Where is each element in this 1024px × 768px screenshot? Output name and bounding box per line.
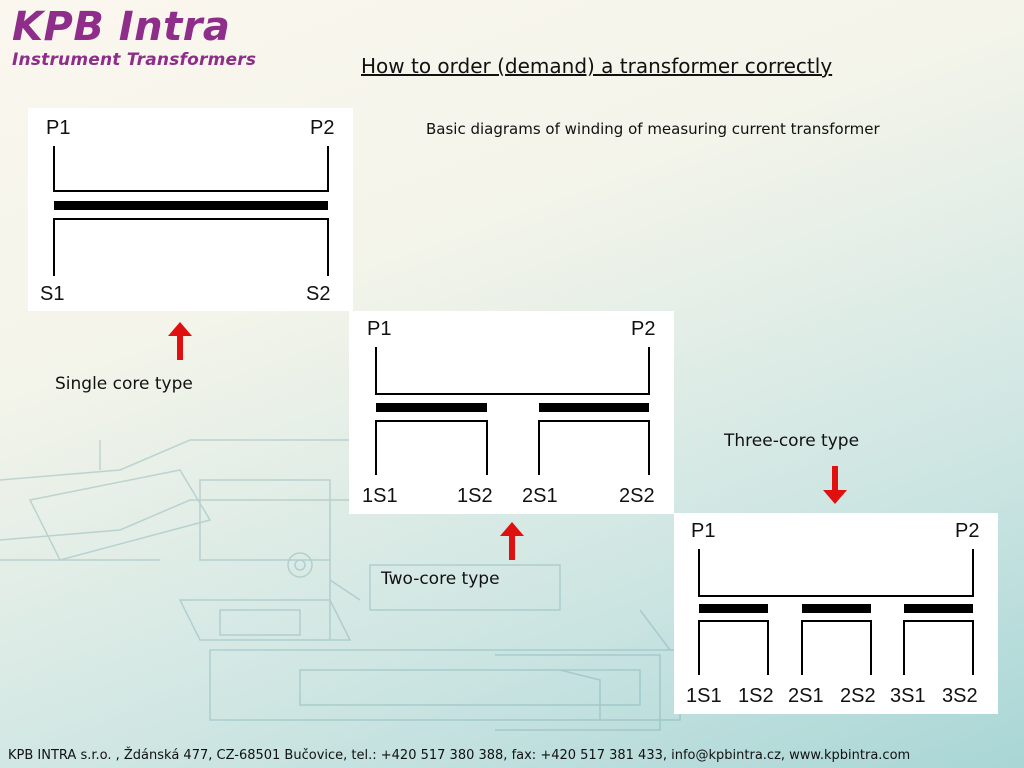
up-arrow-icon (168, 322, 192, 360)
core-bar-2 (539, 403, 649, 412)
logo-title: KPB Intra (12, 4, 231, 50)
three-core-caption: Three-core type (724, 431, 860, 451)
primary-terminal-p2: P2 (631, 318, 655, 340)
secondary-terminal-3s1: 3S1 (890, 685, 926, 707)
page-title: How to order (demand) a transformer corr… (361, 54, 833, 78)
primary-terminal-p1: P1 (367, 318, 391, 340)
primary-terminal-p1: P1 (691, 520, 715, 542)
core-bar (54, 201, 328, 210)
down-arrow-icon (823, 466, 847, 504)
primary-winding (53, 146, 329, 192)
secondary-winding-1 (698, 620, 769, 675)
single-core-schematic: P1 P2 S1 S2 (40, 117, 334, 305)
secondary-terminal-s2: S2 (306, 283, 330, 305)
secondary-winding (53, 218, 329, 276)
secondary-terminal-2s1: 2S1 (522, 485, 558, 507)
core-bar-3 (904, 604, 973, 613)
core-bar-2 (802, 604, 871, 613)
three-core-schematic: P1 P2 1S1 1S2 2S1 2S2 3S1 3S2 (686, 520, 979, 707)
secondary-terminal-2s1: 2S1 (788, 685, 824, 707)
page-subtitle: Basic diagrams of winding of measuring c… (426, 120, 880, 138)
primary-winding (698, 549, 974, 597)
two-core-schematic: P1 P2 1S1 1S2 2S1 2S2 (362, 318, 655, 507)
primary-winding (375, 347, 650, 395)
up-arrow-icon (500, 522, 524, 560)
core-bar-1 (376, 403, 487, 412)
secondary-terminal-3s2: 3S2 (942, 685, 978, 707)
secondary-terminal-2s2: 2S2 (619, 485, 655, 507)
secondary-terminal-s1: S1 (40, 283, 64, 305)
two-core-caption: Two-core type (381, 569, 500, 589)
secondary-winding-1 (375, 420, 488, 475)
secondary-winding-3 (903, 620, 974, 675)
primary-terminal-p1: P1 (46, 117, 70, 139)
core-bar-1 (699, 604, 768, 613)
single-core-diagram: P1 P2 S1 S2 (28, 108, 353, 311)
single-core-caption: Single core type (55, 374, 193, 394)
secondary-terminal-1s1: 1S1 (686, 685, 722, 707)
primary-terminal-p2: P2 (310, 117, 334, 139)
primary-terminal-p2: P2 (955, 520, 979, 542)
footer-contact: KPB INTRA s.r.o. , Ždánská 477, CZ-68501… (8, 748, 911, 763)
three-core-diagram: P1 P2 1S1 1S2 2S1 2S2 3S1 3S2 (674, 513, 998, 714)
secondary-terminal-1s1: 1S1 (362, 485, 398, 507)
secondary-winding-2 (801, 620, 872, 675)
secondary-terminal-1s2: 1S2 (457, 485, 493, 507)
logo-subtitle: Instrument Transformers (12, 50, 257, 70)
secondary-terminal-1s2: 1S2 (738, 685, 774, 707)
secondary-winding-2 (538, 420, 650, 475)
two-core-diagram: P1 P2 1S1 1S2 2S1 2S2 (349, 311, 674, 514)
secondary-terminal-2s2: 2S2 (840, 685, 876, 707)
